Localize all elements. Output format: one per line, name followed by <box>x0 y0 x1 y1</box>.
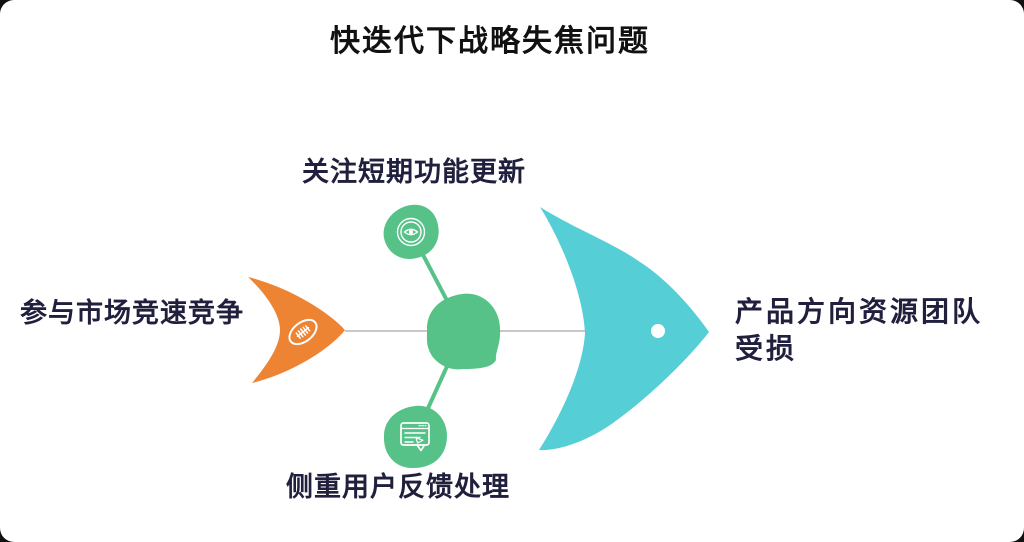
bottom-cause-label: 侧重用户反馈处理 <box>286 472 510 502</box>
football-icon <box>288 318 318 346</box>
fish-eye-dot <box>651 324 665 338</box>
top-cause-label: 关注短期功能更新 <box>302 157 526 187</box>
left-cause-label: 参与市场竞速竞争 <box>20 298 244 328</box>
fish-head-shape <box>539 207 709 451</box>
effect-label: 产品方向资源团队受损 <box>735 296 984 364</box>
page-title: 快迭代下战略失焦问题 <box>330 25 650 58</box>
feedback-window-icon <box>400 422 430 452</box>
left-arrow-shape <box>248 277 345 383</box>
eye-icon <box>396 217 426 247</box>
center-node <box>426 293 501 370</box>
